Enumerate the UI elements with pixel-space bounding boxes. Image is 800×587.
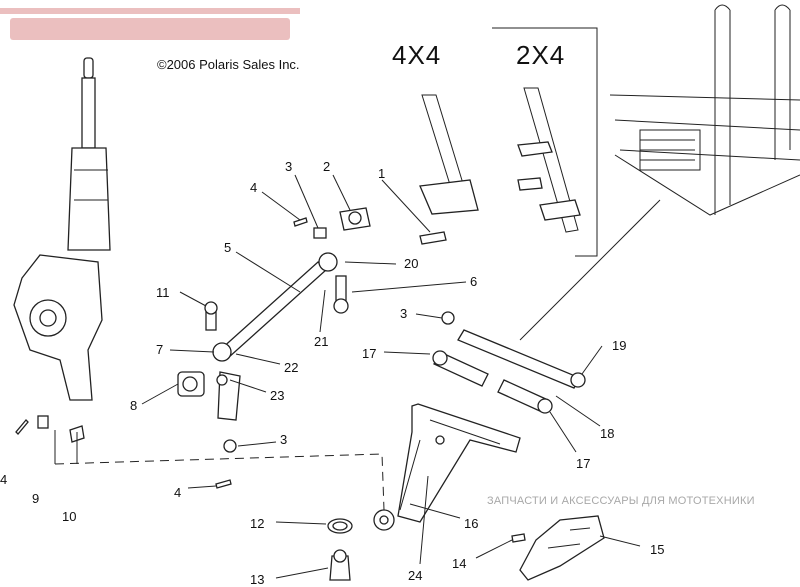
callout-5: 5 (224, 240, 231, 255)
callout-3-lower: 3 (280, 432, 287, 447)
variant-box-2x4 (492, 27, 598, 257)
column-4x4 (419, 94, 479, 215)
column-2x4 (517, 87, 581, 233)
steering-knuckle (13, 254, 103, 401)
callout-13: 13 (250, 572, 264, 587)
watermark-logo (0, 8, 300, 40)
callout-4-lower: 4 (174, 485, 181, 500)
callout-21: 21 (314, 334, 328, 349)
tie-rod (212, 252, 338, 362)
callout-6: 6 (470, 274, 477, 289)
callout-11: 11 (156, 285, 170, 300)
callout-16: 16 (464, 516, 478, 531)
callout-3-top: 3 (285, 159, 292, 174)
callout-7: 7 (156, 342, 163, 357)
callout-19: 19 (612, 338, 626, 353)
callout-23: 23 (270, 388, 284, 403)
variant-label-4x4: 4X4 (392, 40, 442, 70)
leader-lines (141, 174, 641, 579)
assembly-line-bolts (54, 430, 78, 464)
callout-15: 15 (650, 542, 664, 557)
callout-1: 1 (378, 166, 385, 181)
callout-18: 18 (600, 426, 614, 441)
front-strut (67, 57, 111, 251)
lower-hardware (15, 415, 526, 581)
variant-label-2x4: 2X4 (516, 40, 566, 70)
watermark-subtitle: ЗАПЧАСТИ И АКСЕССУАРЫ ДЛЯ МОТОТЕХНИКИ (487, 495, 755, 507)
callouts: 1 2 3 4 5 20 6 11 21 3 19 7 22 17 8 23 1… (0, 159, 664, 587)
callout-12: 12 (250, 516, 264, 531)
callout-8: 8 (130, 398, 137, 413)
callout-24: 24 (408, 568, 422, 583)
a-arm (373, 403, 521, 531)
top-hardware (293, 207, 447, 314)
callout-4-top: 4 (250, 180, 257, 195)
callout-2: 2 (323, 159, 330, 174)
callout-3-right: 3 (400, 306, 407, 321)
assembly-line-frame (519, 199, 661, 341)
skid-plate (519, 515, 605, 581)
callout-22: 22 (284, 360, 298, 375)
middle-hardware (177, 301, 241, 421)
callout-17-bottom: 17 (576, 456, 590, 471)
assembly-line-knuckle (54, 453, 385, 511)
callout-10: 10 (62, 509, 76, 524)
callout-9: 9 (32, 491, 39, 506)
callout-14: 14 (452, 556, 466, 571)
callout-17-top: 17 (362, 346, 376, 361)
copyright-notice: ©2006 Polaris Sales Inc. (157, 57, 300, 72)
callout-20: 20 (404, 256, 418, 271)
bushings-and-shafts (432, 311, 586, 414)
callout-4-left: 4 (0, 472, 7, 487)
chassis-frame (609, 4, 800, 216)
